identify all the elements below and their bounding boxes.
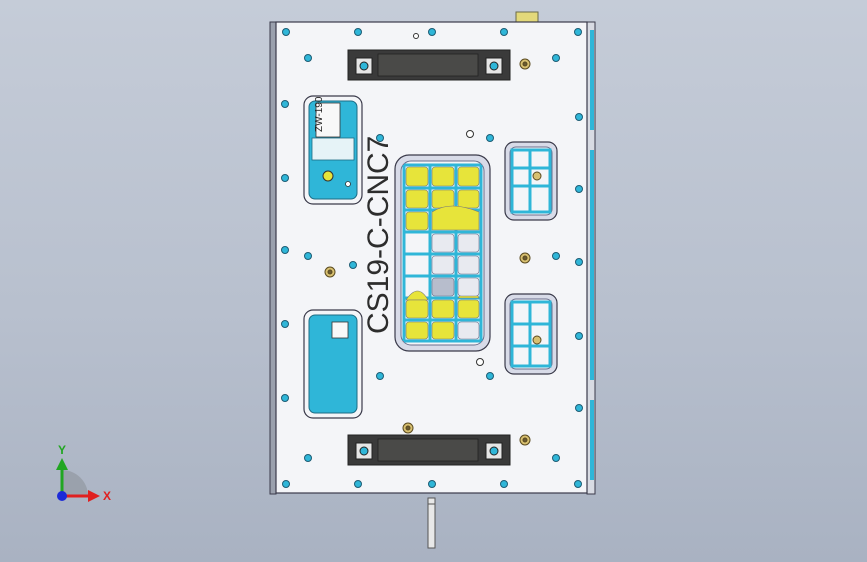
bottom-rod bbox=[427, 497, 436, 549]
lower-left-pocket[interactable] bbox=[303, 309, 363, 419]
right-edge-strip-bottom bbox=[590, 400, 594, 480]
y-axis-arrow-icon bbox=[56, 458, 68, 470]
view-triad[interactable]: Y X bbox=[56, 443, 111, 503]
upper-left-pocket[interactable]: ZW-190 bbox=[303, 95, 363, 205]
part-number-label: CS19-C-CNC7 bbox=[362, 136, 395, 334]
y-axis-label: Y bbox=[58, 443, 66, 457]
locating-pins bbox=[324, 58, 542, 446]
tag-label: ZW-190 bbox=[314, 96, 325, 132]
bottom-clamp-bar[interactable] bbox=[347, 434, 511, 466]
right-upper-pocket[interactable] bbox=[504, 141, 558, 221]
right-edge-strip-top bbox=[590, 30, 594, 130]
top-yellow-tab bbox=[515, 11, 539, 23]
x-axis-arrow-icon bbox=[88, 490, 100, 502]
right-lower-pocket[interactable] bbox=[504, 293, 558, 375]
right-edge-strip-mid bbox=[590, 150, 594, 380]
center-pocket[interactable] bbox=[394, 154, 491, 352]
x-axis-label: X bbox=[103, 489, 111, 503]
top-clamp-bar[interactable] bbox=[347, 49, 511, 81]
plate-left-edge bbox=[269, 21, 277, 495]
triad-plane bbox=[62, 470, 88, 496]
yellow-inserts bbox=[405, 166, 480, 340]
tag-plate bbox=[315, 102, 341, 138]
small-holes bbox=[413, 33, 484, 366]
gray-inserts bbox=[431, 233, 480, 340]
mounting-holes bbox=[281, 28, 583, 488]
z-axis-icon bbox=[57, 491, 67, 501]
